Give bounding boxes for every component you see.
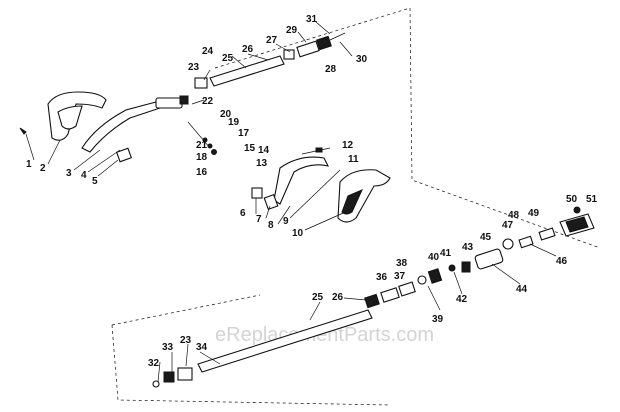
part-wand-tube	[197, 309, 373, 373]
callout-7: 7	[256, 214, 262, 225]
callout-12: 12	[342, 140, 354, 151]
callout-25: 25	[222, 53, 234, 64]
part-nut-43	[461, 261, 471, 273]
callout-25b: 25	[312, 292, 324, 303]
part-block-7	[263, 193, 279, 211]
callout-21: 21	[196, 140, 208, 151]
part-ring-45	[502, 238, 514, 250]
part-screw	[19, 127, 27, 135]
callout-23b: 23	[180, 335, 192, 346]
handle-assembly	[251, 147, 391, 223]
callout-16: 16	[196, 167, 208, 178]
part-fitting-37	[398, 281, 416, 297]
callout-38: 38	[396, 258, 408, 269]
callout-46: 46	[556, 256, 568, 267]
callout-4: 4	[81, 170, 87, 181]
part-ring-32	[152, 380, 160, 388]
callout-20: 20	[220, 109, 232, 120]
assembly-boundary	[111, 7, 601, 406]
callout-28: 28	[325, 64, 337, 75]
callout-32: 32	[148, 358, 160, 369]
watermark-text: eReplacementParts.com	[215, 324, 434, 346]
callout-24: 24	[202, 46, 214, 57]
callout-29: 29	[286, 25, 298, 36]
part-handle-grip-texture	[341, 189, 363, 215]
callout-48: 48	[508, 210, 520, 221]
part-trigger-guard	[47, 91, 107, 141]
callout-34: 34	[196, 342, 208, 353]
callout-39: 39	[432, 314, 444, 325]
part-ring-38	[417, 275, 427, 285]
callout-6: 6	[240, 208, 246, 219]
callout-27: 27	[266, 35, 278, 46]
callout-15: 15	[244, 143, 256, 154]
callout-44: 44	[516, 284, 528, 295]
part-fitting-46	[518, 235, 534, 249]
callout-31: 31	[306, 14, 318, 25]
callout-8: 8	[268, 220, 274, 231]
leader-lines	[25, 21, 557, 383]
callout-22: 22	[202, 96, 214, 107]
callout-33: 33	[162, 342, 174, 353]
part-fitting-33	[163, 371, 175, 383]
callout-47: 47	[502, 220, 514, 231]
part-trigger-guard-2	[273, 156, 330, 205]
callout-23: 23	[188, 62, 200, 73]
part-ring-42	[448, 264, 456, 272]
callout-1: 1	[26, 159, 32, 170]
part-fitting-47	[538, 227, 556, 241]
part-fitting-27	[296, 40, 320, 58]
part-clip	[115, 147, 133, 163]
callout-43: 43	[462, 242, 474, 253]
part-nut-26	[364, 293, 380, 309]
callout-13: 13	[256, 158, 268, 169]
part-quick-coupler-44	[474, 248, 504, 270]
part-valve-nut	[179, 95, 189, 105]
part-coupler	[283, 49, 295, 60]
part-tube-upper	[209, 55, 285, 87]
callout-41: 41	[440, 248, 452, 259]
part-block-6	[251, 187, 263, 199]
callout-30: 30	[356, 54, 368, 65]
callout-9: 9	[283, 216, 289, 227]
upper-assembly	[19, 32, 346, 163]
callout-10: 10	[292, 228, 304, 239]
callout-42: 42	[456, 294, 468, 305]
callout-50: 50	[566, 194, 578, 205]
part-fitting-36	[380, 287, 400, 303]
part-trigger-guard-inner	[57, 105, 83, 130]
callout-14: 14	[258, 145, 270, 156]
part-fitting-28	[316, 35, 332, 51]
callout-18: 18	[196, 152, 208, 163]
callout-2: 2	[40, 163, 46, 174]
part-spring-stack	[187, 121, 217, 155]
callout-37: 37	[394, 271, 406, 282]
part-nut-40	[427, 268, 443, 284]
callout-40: 40	[428, 252, 440, 263]
part-valve-block	[155, 97, 183, 109]
callout-26b: 26	[332, 292, 344, 303]
wand-assembly	[152, 206, 595, 388]
callout-17: 17	[238, 128, 250, 139]
callout-49: 49	[528, 208, 540, 219]
part-trigger-lever	[81, 101, 161, 153]
part-clamp-upper	[194, 77, 208, 89]
part-clamp-lower	[177, 367, 193, 381]
callout-5: 5	[92, 176, 98, 187]
callout-3: 3	[66, 168, 72, 179]
callout-36: 36	[376, 272, 388, 283]
callout-labels: 1 2 3 4 5 6 7 8 9 10 11 12 13 14 15 16 1…	[26, 14, 598, 369]
callout-19: 19	[228, 117, 240, 128]
part-nozzle-49-grip	[565, 216, 589, 233]
callout-11: 11	[348, 154, 359, 165]
callout-45: 45	[480, 232, 492, 243]
part-tip-50	[573, 206, 581, 214]
callout-51: 51	[586, 194, 598, 205]
callout-26: 26	[242, 44, 254, 55]
